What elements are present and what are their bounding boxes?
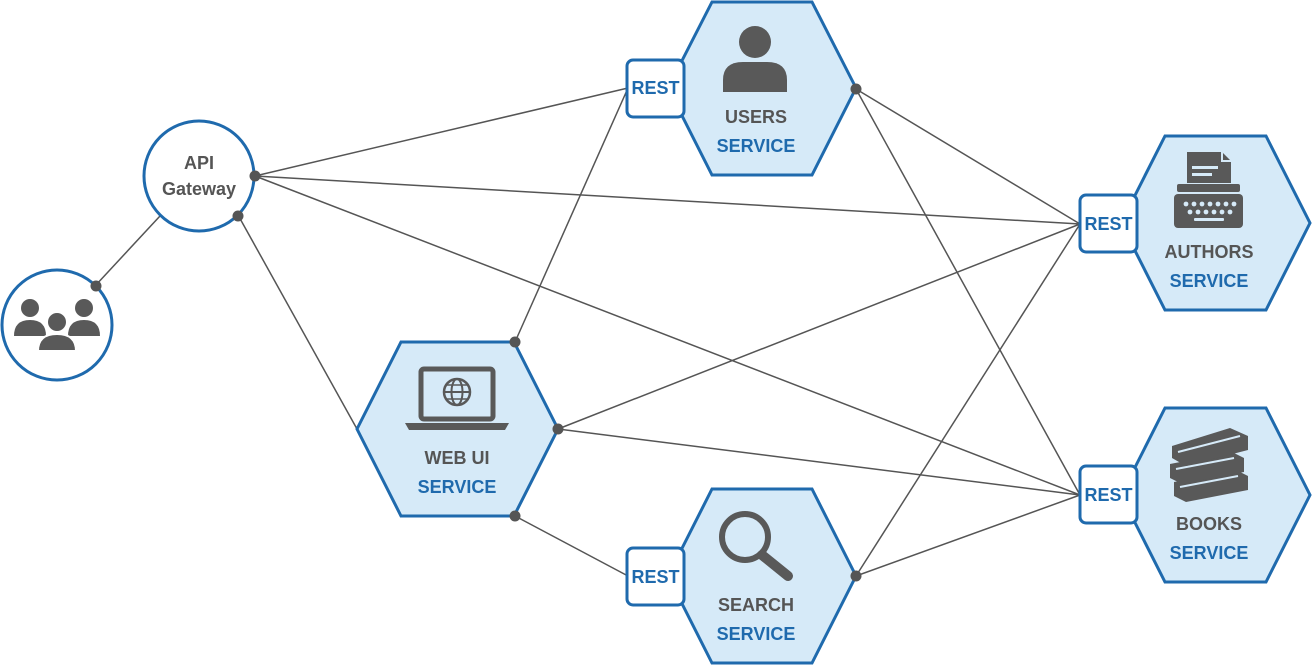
search-service: SEARCH SERVICE REST	[625, 487, 858, 665]
authors-service-suffix: SERVICE	[1170, 271, 1249, 291]
dot-users-right	[850, 83, 862, 95]
dot-search-right	[850, 570, 862, 582]
webui-service: WEB UI SERVICE	[355, 340, 560, 518]
edge-webui-users	[514, 87, 629, 343]
users-service-name: USERS	[725, 107, 787, 127]
dot-webui-right	[552, 423, 564, 435]
books-icon	[1170, 428, 1248, 502]
users-service-suffix: SERVICE	[717, 136, 796, 156]
webui-service-name: WEB UI	[425, 448, 490, 468]
authors-rest-badge: REST	[1078, 193, 1139, 254]
search-rest-label: REST	[631, 567, 679, 587]
webui-service-suffix: SERVICE	[418, 477, 497, 497]
books-service: BOOKS SERVICE REST	[1078, 406, 1312, 584]
user-group-icon	[14, 299, 100, 352]
search-service-suffix: SERVICE	[717, 624, 796, 644]
edge-search-books	[855, 494, 1081, 577]
clients-node	[0, 268, 114, 382]
api-gateway-label-line2: Gateway	[162, 179, 236, 199]
edge-users-books	[855, 88, 1081, 496]
books-service-name: BOOKS	[1176, 514, 1242, 534]
laptop-globe-icon	[405, 366, 509, 430]
edge-gateway-authors	[254, 175, 1081, 225]
magnifier-icon	[719, 511, 793, 581]
dot-webui-top	[509, 336, 521, 348]
search-rest-badge: REST	[625, 546, 686, 607]
books-rest-badge: REST	[1078, 464, 1139, 525]
edge-users-authors	[855, 88, 1081, 225]
search-service-name: SEARCH	[718, 595, 794, 615]
user-icon	[723, 26, 787, 92]
authors-service-name: AUTHORS	[1165, 242, 1254, 262]
typewriter-icon	[1174, 152, 1243, 228]
edge-webui-books	[557, 428, 1081, 496]
edge-webui-authors	[557, 223, 1081, 430]
books-service-suffix: SERVICE	[1170, 543, 1249, 563]
authors-rest-label: REST	[1084, 214, 1132, 234]
dot-clients	[90, 280, 102, 292]
dot-gateway-bottom	[232, 210, 244, 222]
dot-gateway-right	[249, 170, 261, 182]
connection-dots	[90, 83, 862, 582]
dot-webui-bottom	[509, 510, 521, 522]
books-rest-label: REST	[1084, 485, 1132, 505]
users-service: USERS SERVICE REST	[625, 0, 858, 177]
authors-service: AUTHORS SERVICE REST	[1078, 134, 1312, 312]
edge-search-authors	[855, 223, 1081, 577]
connections	[94, 87, 1081, 577]
edge-gateway-webui	[237, 214, 358, 430]
edge-webui-search	[514, 515, 629, 577]
edge-gateway-books	[254, 175, 1081, 496]
api-gateway-label-line1: API	[184, 153, 214, 173]
edge-gateway-users	[254, 87, 629, 177]
edge-clients-gateway	[94, 215, 161, 287]
users-rest-badge: REST	[625, 58, 686, 119]
users-rest-label: REST	[631, 78, 679, 98]
